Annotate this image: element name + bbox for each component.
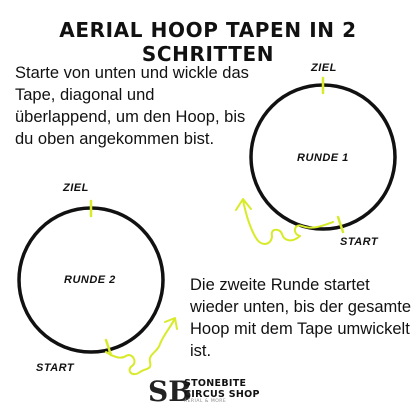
hoop-2-goal-label: ZIEL	[63, 182, 89, 194]
hoop-1-start-label: START	[340, 236, 379, 248]
logo-name: STONEBITE CIRCUS SHOP	[184, 378, 260, 400]
logo-mark: SB	[148, 375, 192, 408]
hoop-2-arrow-head-icon	[164, 317, 178, 330]
hoop-1-start-marker	[336, 215, 345, 234]
logo-name-line-1: STONEBITE	[184, 378, 247, 389]
hoop-1-spiral-arrow-icon	[242, 199, 334, 245]
hoop-2-start-marker	[104, 338, 113, 357]
hoop-2-start-label: START	[36, 362, 75, 374]
logo-tagline: AERIAL & MORE	[184, 399, 227, 404]
hoop-1-arrow-head-icon	[235, 198, 252, 211]
page-title: AERIAL HOOP TAPEN IN 2 SCHRITTEN	[59, 18, 357, 66]
hoop-1-goal-label: ZIEL	[311, 62, 337, 74]
brand-logo: SB STONEBITE CIRCUS SHOP AERIAL & MORE	[148, 375, 298, 409]
hoop-1-round-label: RUNDE 1	[297, 152, 349, 164]
instruction-round-1: Starte von unten und wickle das Tape, di…	[15, 64, 249, 148]
logo-name-line-2: CIRCUS SHOP	[184, 389, 260, 400]
instruction-round-2: Die zweite Runde startet wieder unten, b…	[190, 276, 412, 360]
hoop-2-spiral-arrow-icon	[105, 319, 175, 376]
hoop-2-round-label: RUNDE 2	[64, 274, 116, 286]
